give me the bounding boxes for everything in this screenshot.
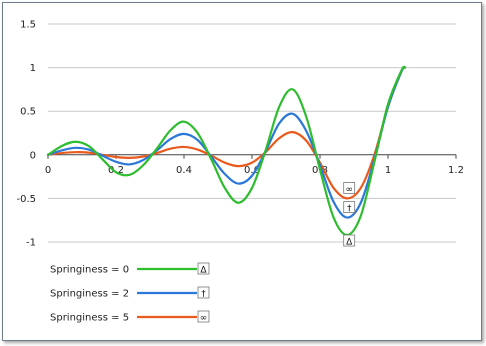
series-group bbox=[46, 65, 407, 237]
series-line bbox=[46, 66, 407, 219]
x-tick-label: 1 bbox=[385, 165, 391, 176]
y-tick-label: 0.5 bbox=[20, 107, 36, 118]
marker-label: † bbox=[347, 204, 352, 214]
series-marker: ∞ bbox=[343, 181, 356, 195]
legend-marker-label: Δ bbox=[200, 266, 207, 276]
legend-entry: Springiness = 0 Δ bbox=[50, 262, 210, 276]
legend-marker-box bbox=[197, 286, 210, 299]
y-tick-label: 0 bbox=[30, 150, 36, 161]
y-tick-label: -0.5 bbox=[16, 194, 36, 205]
y-tick-label: -1 bbox=[26, 238, 36, 249]
y-tick-label: 1 bbox=[30, 63, 36, 74]
legend-marker-box bbox=[197, 310, 210, 323]
series-marker: † bbox=[343, 201, 356, 214]
x-tick-label: 0.2 bbox=[108, 165, 124, 176]
legend-label: Springiness = 5 bbox=[50, 313, 129, 324]
series-line bbox=[46, 65, 407, 237]
legend-entry: Springiness = 2 † bbox=[50, 286, 210, 300]
marker-label: ∞ bbox=[345, 185, 353, 195]
legend-marker-box bbox=[197, 262, 210, 275]
x-tick-label: 0 bbox=[45, 165, 51, 176]
marker-box bbox=[343, 234, 356, 247]
legend-label: Springiness = 2 bbox=[50, 289, 129, 300]
grid-lines bbox=[48, 23, 456, 243]
x-tick-label: 0.4 bbox=[176, 165, 192, 176]
legend-marker-label: ∞ bbox=[200, 314, 208, 324]
x-tick-label: 1.2 bbox=[448, 165, 464, 176]
series-marker: Δ bbox=[343, 234, 356, 248]
series-markers: Δ † ∞ bbox=[343, 181, 356, 248]
series-line bbox=[46, 66, 407, 200]
marker-box bbox=[343, 201, 356, 213]
chart-frame bbox=[2, 2, 482, 341]
legend-label: Springiness = 0 bbox=[50, 265, 129, 276]
marker-label: Δ bbox=[346, 238, 353, 248]
x-tick-label: 0.6 bbox=[244, 165, 260, 176]
marker-box bbox=[343, 181, 356, 194]
legend-marker-label: † bbox=[201, 290, 206, 300]
y-tick-label: 1.5 bbox=[20, 20, 36, 31]
legend-entry: Springiness = 5 ∞ bbox=[50, 310, 210, 324]
